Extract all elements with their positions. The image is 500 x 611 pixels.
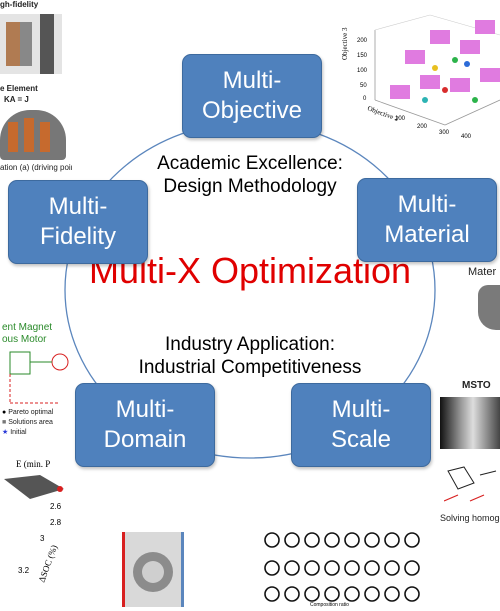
domain-circuit (9, 351, 69, 404)
legend-pareto: Pareto optimal (8, 409, 54, 416)
objective-tick: 100 (357, 68, 368, 74)
domain-title-line2: ous Motor (2, 334, 47, 345)
motor-photo (0, 110, 66, 160)
node-line1: Multi- (48, 193, 108, 220)
objective-tick: 0 (363, 96, 367, 102)
node-multi-material: Multi- Material (357, 178, 497, 262)
material-label: Mater (468, 266, 497, 278)
objective-xtick: 200 (417, 124, 428, 130)
node-multi-objective: Multi- Objective (182, 54, 322, 138)
topology-grid: Composition ratio (264, 532, 420, 608)
fidelity-thumbnail: gh-fidelity e Element KA = J ation (a) (… (0, 0, 72, 185)
industry-application-text: Industry Application: Industrial Competi… (100, 333, 400, 379)
node-line2: Objective (201, 97, 303, 124)
objective-tick: 150 (357, 53, 368, 59)
node-multi-domain: Multi- Domain (75, 383, 215, 467)
node-line2: Fidelity (39, 223, 117, 250)
objective-tick: 200 (357, 38, 368, 44)
academic-line2: Design Methodology (163, 176, 337, 197)
node-line1: Multi- (331, 396, 391, 423)
fidelity-caption: ation (a) (driving points) (0, 163, 72, 172)
domain-axis-top: E (min. P (16, 459, 50, 469)
domain-thumbnail: ent Magnet ous Motor ● Pareto optimal ■ … (0, 300, 80, 450)
scale-caption: Solving homoger (440, 513, 500, 523)
domain-tick: 3.2 (18, 566, 30, 575)
fidelity-fe-label: e Element (0, 84, 38, 93)
legend-solutions: Solutions area (8, 419, 53, 426)
domain-tick: 2.8 (50, 518, 62, 527)
node-line2: Domain (103, 426, 187, 453)
scale-density-map (440, 397, 500, 449)
objective-xtick: 300 (439, 130, 450, 136)
domain-tick: 2.6 (50, 502, 62, 511)
objective-3d-scatter: Objective 3 Objective 2 200 150 100 50 0… (341, 14, 500, 140)
cross-section-diagram (122, 532, 184, 607)
industry-line1: Industry Application: (164, 334, 336, 355)
node-multi-scale: Multi- Scale (291, 383, 431, 467)
composition-caption: Composition ratio (310, 602, 349, 608)
academic-excellence-text: Academic Excellence: Design Methodology (100, 152, 400, 198)
node-line2: Material (384, 221, 470, 248)
objective-tick: 50 (360, 83, 367, 89)
node-line1: Multi- (222, 67, 282, 94)
scale-title: MSTO (462, 380, 491, 391)
industry-line2: Industrial Competitiveness (138, 357, 362, 378)
fidelity-top-label: gh-fidelity (0, 0, 39, 9)
coil-diagram (0, 14, 62, 74)
academic-line1: Academic Excellence: (157, 153, 343, 174)
domain-surface-plot: E (min. P 2.6 2.8 3 3.2 ΔSOC (%) (4, 459, 64, 584)
node-multi-fidelity: Multi- Fidelity (8, 180, 148, 264)
domain-axis-bottom: ΔSOC (%) (36, 544, 59, 584)
fidelity-fe-equation: KA = J (4, 95, 29, 104)
node-line1: Multi- (397, 191, 457, 218)
legend-initial: Initial (10, 429, 27, 436)
objective-zlabel: Objective 3 (341, 27, 349, 60)
domain-title-line1: ent Magnet (2, 322, 53, 333)
material-part-photo (478, 285, 500, 330)
objective-xtick: 100 (395, 116, 406, 122)
domain-tick: 3 (40, 534, 45, 543)
node-line2: Scale (330, 426, 392, 453)
scale-cell-diagram (443, 465, 497, 502)
domain-legend: ● Pareto optimal ■ Solutions area ★ Init… (2, 409, 54, 436)
objective-xtick: 400 (461, 134, 472, 140)
node-line1: Multi- (115, 396, 175, 423)
scale-thumbnail: MSTO Solving homoger (438, 375, 500, 545)
